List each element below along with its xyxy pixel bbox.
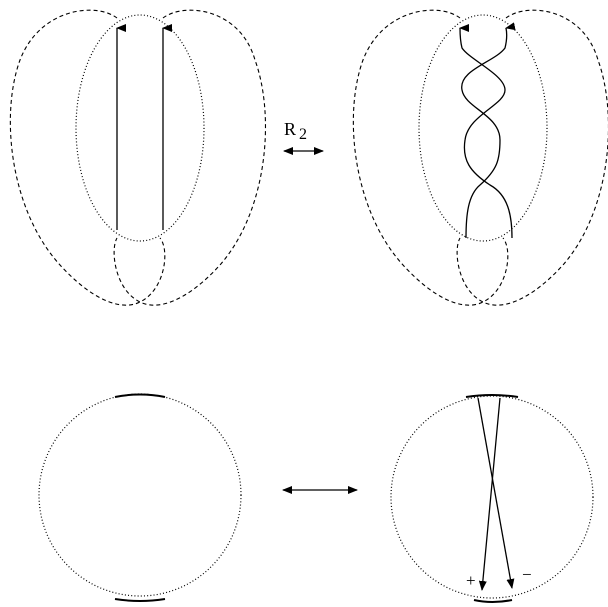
top-left-diagram xyxy=(9,9,266,306)
chord-plus xyxy=(478,397,501,591)
boundary-arc-bottom xyxy=(473,599,513,603)
dashed-outer-loop-right xyxy=(113,9,266,306)
dashed-outer-loop-right xyxy=(456,9,608,306)
twisted-strand-a xyxy=(461,22,516,239)
top-right-diagram xyxy=(352,9,608,306)
bottom-left-diagram xyxy=(38,393,242,602)
twisted-strand-b xyxy=(459,23,513,239)
sign-plus: + xyxy=(466,571,476,590)
dotted-disk-boundary xyxy=(75,14,205,242)
dotted-circle xyxy=(38,393,242,597)
dotted-disk-boundary xyxy=(418,14,548,242)
dotted-circle xyxy=(390,395,594,599)
dashed-outer-loop-left xyxy=(352,9,509,306)
boundary-arc-top xyxy=(465,394,519,398)
dashed-outer-loop-left xyxy=(9,9,166,306)
bottom-right-diagram: + − xyxy=(390,394,594,603)
chord-minus xyxy=(477,397,515,589)
boundary-arc-top xyxy=(114,393,166,398)
boundary-arc-bottom xyxy=(114,598,166,602)
sign-minus: − xyxy=(522,565,532,584)
